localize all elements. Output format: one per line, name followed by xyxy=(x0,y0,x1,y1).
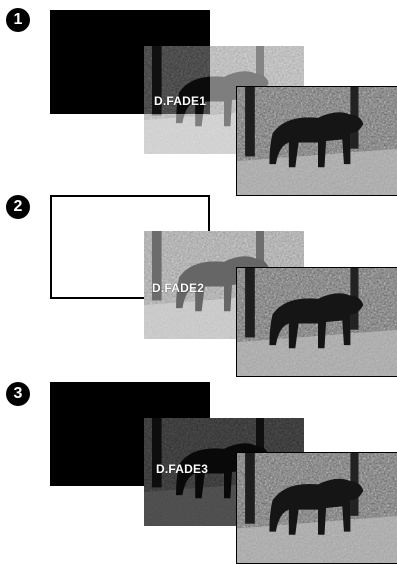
dog-image-frame xyxy=(236,86,397,196)
fade-label: D.FADE3 xyxy=(156,462,208,476)
fade-label: D.FADE2 xyxy=(152,281,204,295)
step-1: 1 D.FADE1 xyxy=(0,8,397,188)
step-number-badge: 2 xyxy=(6,195,30,219)
step-number-badge: 3 xyxy=(6,382,30,406)
fade-label: D.FADE1 xyxy=(154,94,206,108)
step-number-badge: 1 xyxy=(6,8,30,32)
dog-image-frame xyxy=(236,452,397,564)
step-2: 2 D.FADE2 xyxy=(0,195,397,375)
dog-image-frame xyxy=(236,267,397,377)
step-3: 3 D.FADE3 xyxy=(0,382,397,562)
